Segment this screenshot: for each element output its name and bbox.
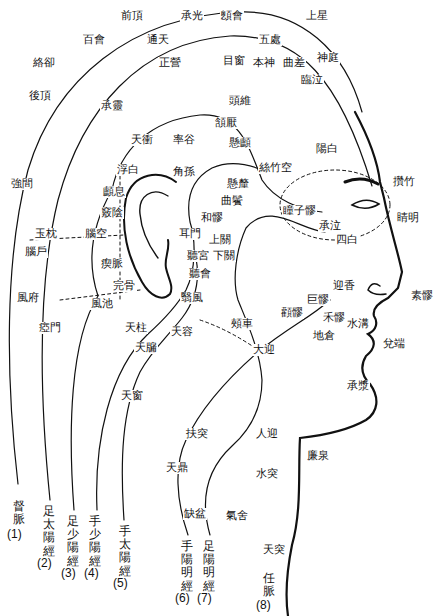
point-name: 五處 [258, 34, 282, 46]
point-name: 顴髎 [280, 307, 304, 319]
point-name: 強間 [10, 178, 34, 190]
point-name: 前頂 [120, 10, 144, 22]
point-name: 顖會 [220, 10, 244, 22]
meridian-line [9, 12, 362, 484]
meridian-line [205, 216, 325, 535]
meridian-name: 足陽明經 [202, 540, 216, 593]
meridian-name: 任脈 [262, 572, 276, 598]
point-name: 睛明 [396, 212, 420, 224]
callout-number: (7) [196, 592, 213, 605]
ear-inner [140, 192, 168, 258]
point-name: 天突 [262, 544, 286, 556]
point-name: 目窗 [222, 55, 246, 67]
callout-number: (3) [60, 567, 77, 580]
point-name: 風府 [16, 292, 40, 304]
point-name: 禾髎 [322, 312, 346, 324]
face-profile [286, 112, 402, 616]
meridian-name: 足少陽經 [66, 515, 80, 568]
meridian-name: 足太陽經 [42, 505, 56, 558]
point-name: 大迎 [252, 344, 276, 356]
callout-number: (5) [112, 577, 129, 590]
meridian-line [71, 115, 322, 510]
point-name: 後頂 [28, 90, 52, 102]
point-name: 玉枕 [34, 228, 58, 240]
point-name: 氣舍 [225, 510, 249, 522]
point-name: 瞳子髎 [282, 205, 317, 217]
point-name: 巨髎 [306, 294, 330, 306]
meridian-name: 督脈 [12, 500, 26, 526]
point-name: 天窗 [120, 390, 144, 402]
point-name: 天鼎 [165, 462, 189, 474]
point-name: 百會 [82, 34, 106, 46]
point-name: 頭維 [228, 95, 252, 107]
point-name: 下關 [212, 250, 236, 262]
callout-number: (1) [6, 528, 23, 541]
point-name: 曲鬢 [220, 195, 244, 207]
point-name: 廉泉 [306, 450, 330, 462]
point-name: 耳門 [178, 228, 202, 240]
point-name: 人迎 [255, 428, 279, 440]
point-name: 風池 [90, 298, 114, 310]
point-name: 頷厭 [214, 117, 238, 129]
point-name: 水溝 [346, 318, 370, 330]
meridian-name: 手太陽經 [118, 525, 132, 578]
point-name: 天牖 [134, 342, 158, 354]
point-name: 曲差 [282, 57, 306, 69]
point-name: 上關 [208, 234, 232, 246]
point-name: 神庭 [316, 52, 340, 64]
point-name: 天容 [170, 326, 194, 338]
point-name: 承泣 [318, 220, 342, 232]
nostril [368, 284, 386, 295]
point-name: 瘈脈 [100, 258, 124, 270]
point-name: 承漿 [346, 380, 370, 392]
point-name: 瘂門 [38, 322, 62, 334]
callout-number: (4) [83, 567, 100, 580]
point-name: 地倉 [312, 330, 336, 342]
point-name: 上星 [305, 10, 329, 22]
point-name: 聽會 [188, 268, 212, 280]
point-name: 素髎 [410, 290, 434, 302]
meridian-line [42, 36, 372, 500]
callout-number: (8) [255, 599, 272, 612]
point-name: 率谷 [172, 134, 196, 146]
point-name: 攢竹 [392, 176, 416, 188]
point-name: 翳風 [180, 292, 204, 304]
point-name: 腦空 [84, 228, 108, 240]
point-name: 兌端 [382, 338, 406, 350]
callout-number: (2) [36, 557, 53, 570]
meridian-name: 手陽明經 [180, 540, 194, 593]
point-name: 水突 [255, 468, 279, 480]
point-name: 頰車 [230, 318, 254, 330]
dashed-guide [280, 170, 390, 240]
point-name: 承靈 [100, 100, 124, 112]
point-name: 本神 [252, 57, 276, 69]
meridian-name: 手少陽經 [88, 515, 102, 568]
point-name: 正營 [158, 57, 182, 69]
point-name: 顱息 [102, 186, 126, 198]
point-name: 絡卻 [32, 57, 56, 69]
point-name: 懸顱 [228, 137, 252, 149]
point-name: 陽白 [315, 143, 339, 155]
callout-number: (6) [174, 592, 191, 605]
meridian-line [97, 164, 262, 510]
point-name: 聽宮 [186, 250, 210, 262]
point-name: 完骨 [112, 280, 136, 292]
point-name: 角孫 [172, 166, 196, 178]
point-name: 天柱 [124, 322, 148, 334]
point-name: 臨泣 [300, 74, 324, 86]
point-name: 通天 [146, 34, 170, 46]
point-name: 承光 [180, 10, 204, 22]
point-name: 浮白 [116, 164, 140, 176]
point-name: 扶突 [185, 428, 209, 440]
point-name: 四白 [335, 234, 359, 246]
point-name: 絲竹空 [258, 162, 293, 174]
point-name: 腦戶 [24, 246, 48, 258]
point-name: 和髎 [200, 212, 224, 224]
point-name: 懸釐 [226, 178, 250, 190]
point-name: 竅陰 [100, 207, 124, 219]
eye [352, 200, 379, 208]
point-name: 天衝 [130, 134, 154, 146]
point-name: 迎香 [332, 280, 356, 292]
point-name: 缺盆 [183, 508, 207, 520]
